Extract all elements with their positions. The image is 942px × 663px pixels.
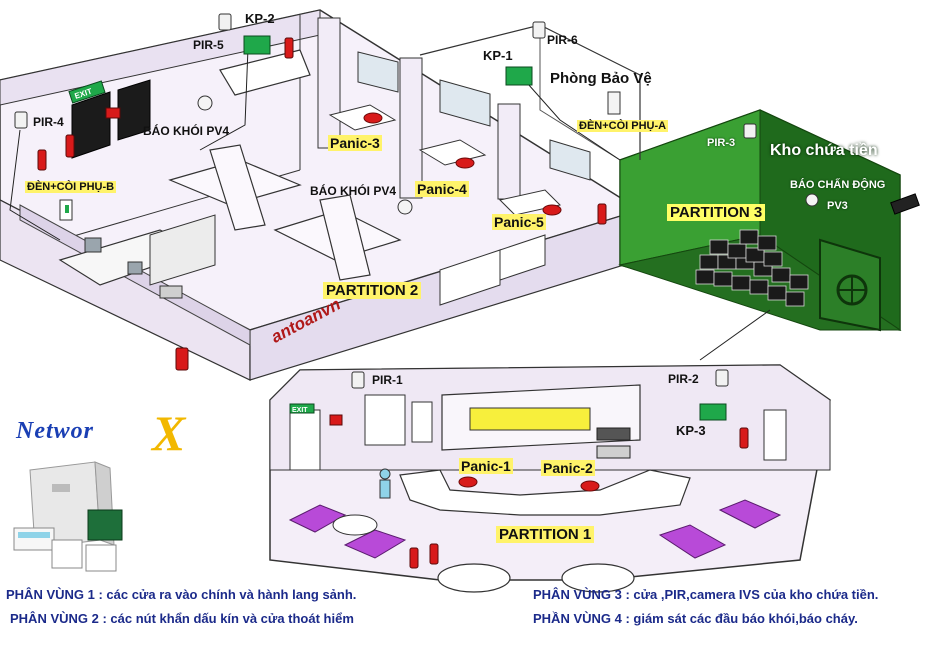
legend-zone-2: PHÂN VÙNG 2 : các nút khẩn dấu kín và cử… <box>10 611 354 626</box>
pir3-label: PIR-3 <box>707 137 736 149</box>
panic-2-button <box>580 480 600 492</box>
brand-x-mark: X <box>152 405 186 461</box>
pir-2-sensor <box>715 369 729 387</box>
fire-alarm-box <box>175 347 189 371</box>
vibration-label: BÁO CHẤN ĐỘNG <box>790 179 886 191</box>
guard-room <box>419 24 641 161</box>
smoke-b-label: BÁO KHÓI PV4 <box>310 184 397 198</box>
vibration-zone-label: PV3 <box>827 200 848 212</box>
pir2-label: PIR-2 <box>668 372 699 386</box>
kp1-label: KP-1 <box>483 48 513 63</box>
siren-upper <box>105 107 121 119</box>
smoke-detector-b <box>397 199 413 215</box>
vibration-sensor <box>805 193 819 207</box>
panic-1-button <box>458 476 478 488</box>
kp2-label: KP-2 <box>245 11 275 26</box>
keypad-kp2 <box>243 35 271 55</box>
kp3-label: KP-3 <box>676 423 706 438</box>
legend-zone-4: PHẦN VÙNG 4 : giám sát các đầu báo khói,… <box>533 611 858 626</box>
pir-5-sensor <box>218 13 232 31</box>
vault-room <box>618 109 920 332</box>
pir4-label: PIR-4 <box>33 115 64 129</box>
panic-3-button <box>363 112 383 124</box>
siren-a-label: ĐÈN+CÒI PHỤ-A <box>577 120 669 132</box>
partition1-label: PARTITION 1 <box>496 526 595 543</box>
smoke-detector-a <box>197 95 213 111</box>
panic-5-button <box>542 204 562 216</box>
panic3-label: Panic-3 <box>328 135 382 151</box>
wiring <box>9 47 771 361</box>
smoke-a-label: BÁO KHÓI PV4 <box>143 124 230 138</box>
pir5-label: PIR-5 <box>193 38 224 52</box>
keypad-kp3 <box>699 403 727 421</box>
pir-1-sensor <box>351 371 365 389</box>
fire-extinguisher-icon <box>429 543 439 565</box>
building-partition-2: EXIT <box>0 9 642 381</box>
lobby-partition-1: EXIT <box>269 364 831 593</box>
guard-room-label: Phòng Bảo Vệ <box>550 70 652 87</box>
siren-b-light <box>65 205 69 213</box>
partition3-label: PARTITION 3 <box>667 204 766 221</box>
brand-name: Networ <box>16 418 94 444</box>
pir6-label: PIR-6 <box>547 33 578 47</box>
keypad-kp1 <box>505 66 533 86</box>
fire-extinguisher-icon <box>284 37 294 59</box>
siren-b-label: ĐÈN+CÒI PHỤ-B <box>25 181 117 193</box>
siren-lobby <box>329 414 343 426</box>
exit-sign-lobby: EXIT <box>292 407 308 414</box>
legend-zone-1: PHÂN VÙNG 1 : các cửa ra vào chính và hà… <box>6 587 357 602</box>
pir1-label: PIR-1 <box>372 373 403 387</box>
ivs-camera <box>890 193 920 215</box>
panic5-label: Panic-5 <box>492 214 546 230</box>
fire-extinguisher-icon <box>409 547 419 569</box>
panic-4-button <box>455 157 475 169</box>
partition2-label: PARTITION 2 <box>323 282 422 299</box>
legend-zone-3: PHÂN VÙNG 3 : cửa ,PIR,camera IVS của kh… <box>533 587 879 602</box>
panic2-label: Panic-2 <box>541 460 595 476</box>
panic1-label: Panic-1 <box>459 458 513 474</box>
panic4-label: Panic-4 <box>415 181 469 197</box>
fire-extinguisher-icon <box>739 427 749 449</box>
pir-3-sensor <box>743 123 757 139</box>
fire-extinguisher-icon <box>65 134 75 158</box>
pir-4-sensor <box>14 111 28 129</box>
fire-extinguisher-icon <box>37 149 47 171</box>
vault-label: Kho chứa tiền <box>770 142 878 159</box>
fire-extinguisher-icon <box>597 203 607 225</box>
product-photo <box>2 461 132 574</box>
pir-6-sensor <box>532 21 546 39</box>
